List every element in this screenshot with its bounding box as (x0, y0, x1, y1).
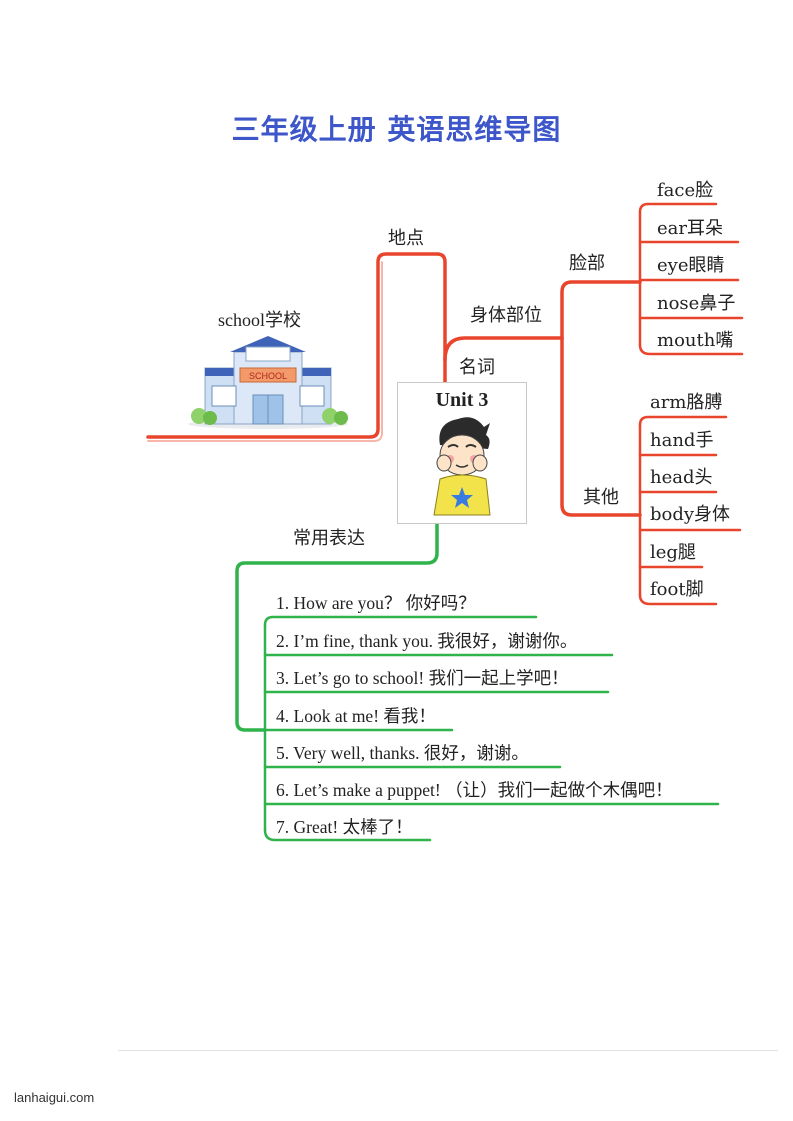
center-node: Unit 3 (397, 382, 527, 524)
face-item: ear耳朵 (657, 218, 723, 239)
phrase-item: 7. Great! 太棒了！ (276, 817, 413, 837)
site-watermark: lanhaigui.com (14, 1090, 95, 1105)
other-item: arm胳膊 (650, 392, 723, 413)
branch-body-parts-label: 身体部位 (470, 305, 542, 326)
branch-other-trunk (560, 336, 642, 517)
phrase-item: 6. Let’s make a puppet! （让）我们一起做个木偶吧！ (276, 780, 673, 800)
face-group-label: 脸部 (569, 253, 605, 274)
page-title: 三年级上册 英语思维导图 (231, 113, 562, 146)
face-item: eye眼睛 (657, 255, 725, 276)
face-item: mouth嘴 (657, 330, 734, 351)
boy-pointing-icon (433, 417, 491, 516)
other-item: leg腿 (650, 542, 696, 563)
branch-body-line (443, 336, 564, 362)
branch-place-label: 地点 (388, 228, 424, 249)
phrase-item: 4. Look at me! 看我！ (276, 706, 436, 726)
branch-place-line-shadow (147, 261, 383, 442)
face-item: face脸 (657, 180, 714, 201)
school-building-illustration: SCHOOL (188, 336, 348, 429)
unit-title: Unit 3 (435, 389, 489, 411)
other-item: hand手 (650, 430, 714, 451)
phrase-item: 5. Very well, thanks. 很好，谢谢。 (276, 743, 529, 763)
footer-divider (118, 1050, 778, 1051)
school-sign-text: SCHOOL (249, 371, 287, 381)
phrase-item: 3. Let’s go to school! 我们一起上学吧！ (276, 668, 569, 688)
face-items-spine (638, 202, 650, 347)
other-group-label: 其他 (583, 487, 619, 508)
branch-expressions-line (235, 520, 439, 732)
other-item: body身体 (650, 504, 731, 525)
branch-expressions-label: 常用表达 (293, 528, 365, 549)
other-item: foot脚 (650, 579, 704, 600)
other-item: head头 (650, 467, 713, 488)
school-label: school学校 (218, 310, 301, 330)
branch-face-trunk (560, 280, 642, 340)
branch-nouns-label: 名词 (459, 357, 495, 378)
branch-place-line (146, 252, 447, 439)
face-item: nose鼻子 (657, 293, 736, 314)
phrase-item: 2. I’m fine, thank you. 我很好，谢谢你。 (276, 631, 578, 651)
phrase-item: 1. How are you？ 你好吗？ (276, 593, 476, 613)
